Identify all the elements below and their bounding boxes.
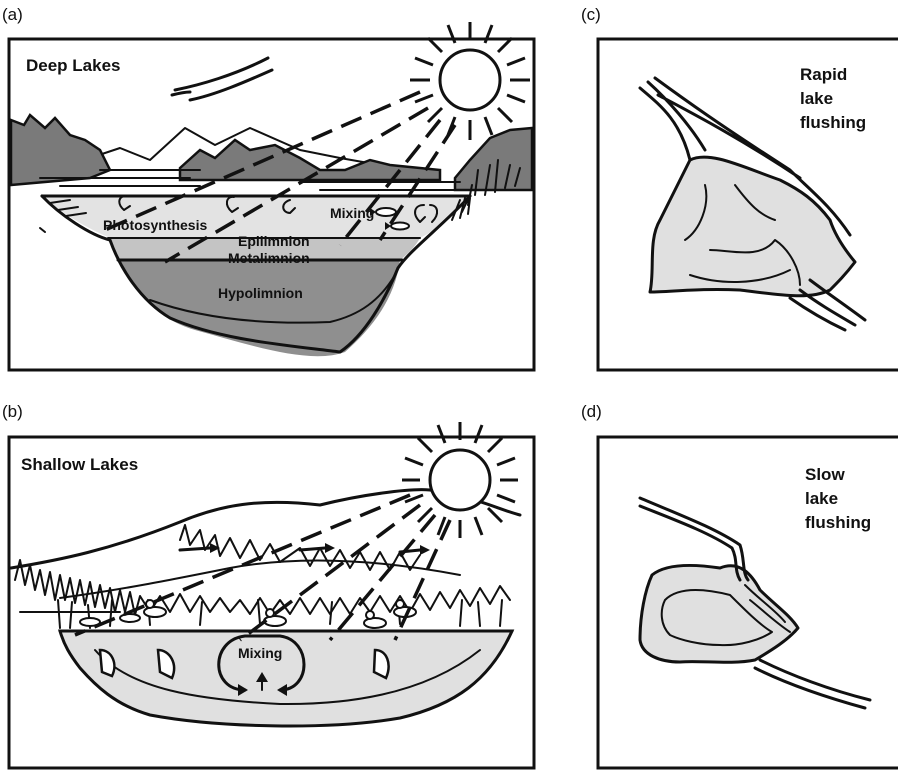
panel-a-letter: (a)	[2, 5, 23, 24]
sun-icon-a	[410, 22, 530, 140]
centre-forested-hill	[180, 140, 440, 180]
marsh-vegetation	[15, 560, 510, 615]
shallow-lakes-title: Shallow Lakes	[21, 455, 138, 474]
slow-lake-body	[640, 565, 798, 662]
slow-caption-3: flushing	[805, 513, 871, 532]
panel-b-shallow-lakes: (b)	[2, 402, 534, 768]
panel-b-letter: (b)	[2, 402, 23, 421]
rapid-lake-body	[650, 157, 855, 296]
rapid-caption-3: flushing	[800, 113, 866, 132]
rapid-caption-2: lake	[800, 89, 833, 108]
panel-d-slow-flushing: (d) Slow lake flushing	[581, 402, 898, 768]
panel-c-rapid-flushing: (c) Rapid lake flushing	[581, 5, 898, 370]
cloud-streaks	[172, 58, 272, 100]
panel-d-letter: (d)	[581, 402, 602, 421]
slow-caption-2: lake	[805, 489, 838, 508]
panel-a-deep-lakes: (a)	[2, 5, 534, 370]
deep-lakes-title: Deep Lakes	[26, 56, 121, 75]
panel-c-letter: (c)	[581, 5, 601, 24]
photosynthesis-label: Photosynthesis	[103, 217, 207, 233]
hypolimnion-label: Hypolimnion	[218, 285, 303, 301]
right-forested-hill	[455, 128, 532, 190]
slow-outflow-channel	[755, 660, 870, 708]
mixing-label-a: Mixing	[330, 205, 374, 221]
epilimnion-label: Epilimnion	[238, 233, 310, 249]
sun-icon-b	[402, 422, 518, 538]
rapid-caption-1: Rapid	[800, 65, 847, 84]
slow-caption-1: Slow	[805, 465, 845, 484]
shallow-lake-water	[60, 631, 512, 726]
left-forested-hill	[11, 115, 110, 185]
mixing-label-b: Mixing	[238, 645, 282, 661]
metalimnion-label: Metalimnion	[228, 250, 310, 266]
